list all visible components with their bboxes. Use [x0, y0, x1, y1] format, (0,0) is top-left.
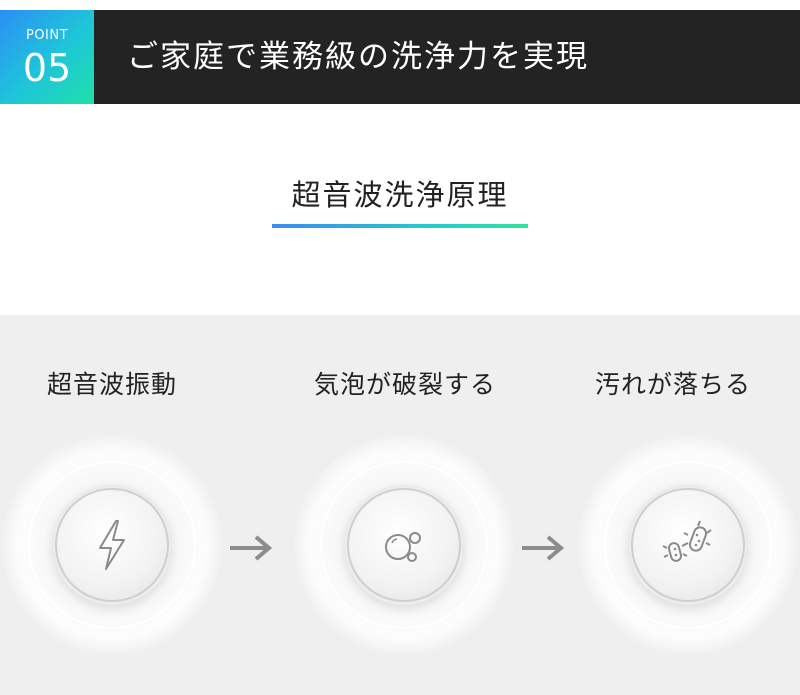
bubbles-icon: [385, 532, 421, 562]
step-label-vibration: 超音波振動: [46, 370, 177, 399]
point-badge: POINT 05: [0, 10, 94, 104]
section-title: 超音波洗浄原理: [291, 178, 509, 212]
bacteria-icon: [662, 520, 712, 562]
title-underline: [272, 224, 528, 228]
step-circle-bubbles: [294, 435, 514, 655]
header-bar: POINT 05 ご家庭で業務級の洗浄力を実現: [0, 10, 800, 104]
header-title: ご家庭で業務級の洗浄力を実現: [127, 39, 589, 75]
step-circle-vibration: [2, 435, 222, 655]
steps-panel: 超音波振動 気泡が破裂する 汚れが落ちる: [0, 315, 800, 695]
badge-label: POINT: [25, 28, 69, 43]
arrow-right-icon: [522, 535, 565, 561]
lightning-bolt-icon: [99, 520, 125, 570]
step-label-dirt-removed: 汚れが落ちる: [594, 370, 751, 399]
step-circle-dirt-removed: [578, 435, 798, 655]
step-label-bubbles: 気泡が破裂する: [313, 370, 496, 399]
arrow-right-icon: [230, 535, 273, 561]
badge-number: 05: [22, 46, 72, 90]
